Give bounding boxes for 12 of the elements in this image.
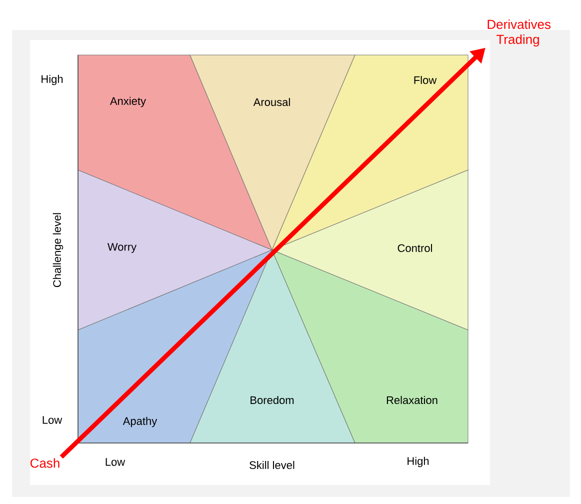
sector: Arousal [190,54,356,250]
annotation-text: Cash [30,458,60,468]
sector: Control [272,170,468,330]
axis-label: High [42,74,63,86]
axis-label: Skill level [250,460,294,470]
sector: Worry [78,170,272,330]
sector: Boredom [190,250,356,444]
axis-label: Low [42,416,62,424]
axis-label: Challenge level [52,213,64,288]
axis-label: Low [106,458,126,466]
axis-label: High [408,456,429,468]
annotation-text: Derivatives Trading [488,19,551,47]
